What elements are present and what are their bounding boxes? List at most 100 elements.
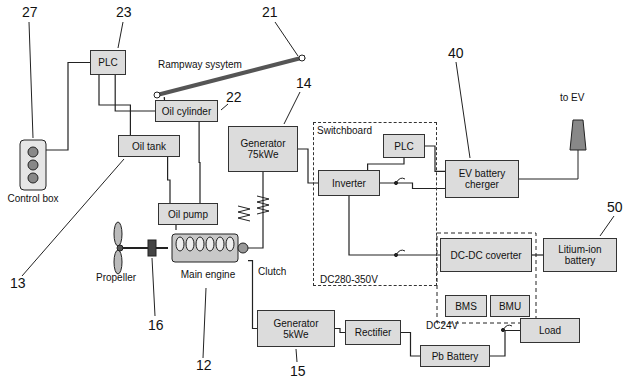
connector-wire [168,157,170,203]
cylinder-box: Oil cylinder [155,100,218,122]
connector-wire [199,122,201,203]
node-text: Oil tank [132,141,166,152]
control-button [28,173,38,183]
callout-number: 22 [226,90,242,105]
part-label: to EV [560,92,584,103]
leader-line [22,159,124,276]
connector-wire [380,183,445,189]
battery-group-border [437,233,536,323]
node-text: Oil pump [168,209,208,220]
callout-number: 21 [262,5,278,20]
connector-wire [99,75,130,135]
leader-line [118,22,123,48]
engine-cylinder [186,237,194,251]
pump-box: Oil pump [158,203,218,225]
engine-cylinder [216,237,224,251]
node-text: BMU [499,301,521,312]
inverter-box: Inverter [318,170,380,196]
leader-line [284,92,300,124]
node-text: Generator 5kWe [260,318,332,340]
part-label: Propeller [96,272,136,283]
callout-number: 15 [290,364,306,379]
connector-wire [298,149,318,183]
clutch-spring [238,206,250,221]
node-text: EV battery cherger [448,168,516,190]
callout-number: 40 [448,46,464,61]
switchboard-region: InverterPLCDC-DC coverterBMSBMUSwitchboa… [313,122,437,286]
leader-line [152,258,155,316]
callout-number: 12 [196,358,212,373]
callout-number: 23 [116,5,132,20]
engine-flywheel [238,243,248,253]
part-label: DC280-350V [320,274,378,285]
part-label: DC24V [426,320,458,331]
shaft-coupling [148,240,156,256]
callout-number: 14 [296,76,312,91]
switch-arc [396,178,405,183]
plc-box: PLC [90,50,126,75]
connector-wire [401,333,420,357]
node-text: Rectifier [355,327,392,338]
node-text: Pb Battery [432,351,479,362]
battery-box: Litium-ion battery [543,238,617,272]
converter-box: DC-DC coverter [440,238,532,272]
callout-number: 50 [607,200,623,215]
node-text: BMS [455,301,477,312]
callout-number: 16 [148,318,164,333]
control-button [28,147,38,157]
bmu-box: BMU [490,295,530,317]
propeller-blade [114,222,122,246]
leader-line [275,22,298,56]
control-box-housing [20,140,46,190]
main-engine: Main engine [168,230,248,266]
generator-box: Generator 75kWe [228,126,298,172]
connector-wire [248,261,257,329]
engine-cylinder [176,237,184,251]
node-text: Litium-ion battery [546,244,614,266]
control-button [28,160,38,170]
node-text: Generator 75kWe [231,138,295,160]
leader-line [29,22,33,138]
control-box: Control box [20,140,46,190]
load-box: Load [520,318,580,343]
battery-box: Pb Battery [420,345,490,367]
connector-wire [490,331,520,357]
engine-cylinder [226,237,234,251]
switch-arc [503,325,512,330]
leader-line [600,216,614,236]
plc-box: PLC [383,134,425,158]
tank-box: Oil tank [118,135,180,157]
node-text: Oil cylinder [162,106,211,117]
charger-box: EV battery cherger [445,160,519,198]
node-text: Inverter [332,178,366,189]
leader-line [296,349,297,362]
node-text: Switchboard [317,125,372,136]
node-text: Control box [7,193,58,204]
callout-number: 27 [22,5,38,20]
engine-cylinder [196,237,204,251]
generator-box: Generator 5kWe [257,310,335,347]
propeller-shaft [122,247,168,249]
ev-plug [570,120,586,150]
connector-wire [532,254,543,255]
node-text: Load [539,325,561,336]
engine-cylinder [206,237,214,251]
connector-wire [175,225,176,230]
propeller-blade [114,250,122,274]
connector-wire [248,172,263,248]
ev-cable [519,150,578,179]
part-label: Clutch [258,266,286,277]
connector-wire [368,158,404,170]
node-text: PLC [394,141,413,152]
leader-line [203,288,206,358]
rampway-pivot [299,55,305,61]
connector-wire [349,196,440,255]
connector-wire [335,329,345,333]
propeller-hub [117,245,123,251]
rampway-pivot [154,92,160,98]
node-text: Rampway sysytem [158,59,242,70]
connector-wire [46,63,90,151]
bms-box: BMS [445,295,487,317]
node-text: DC-DC coverter [450,250,521,261]
